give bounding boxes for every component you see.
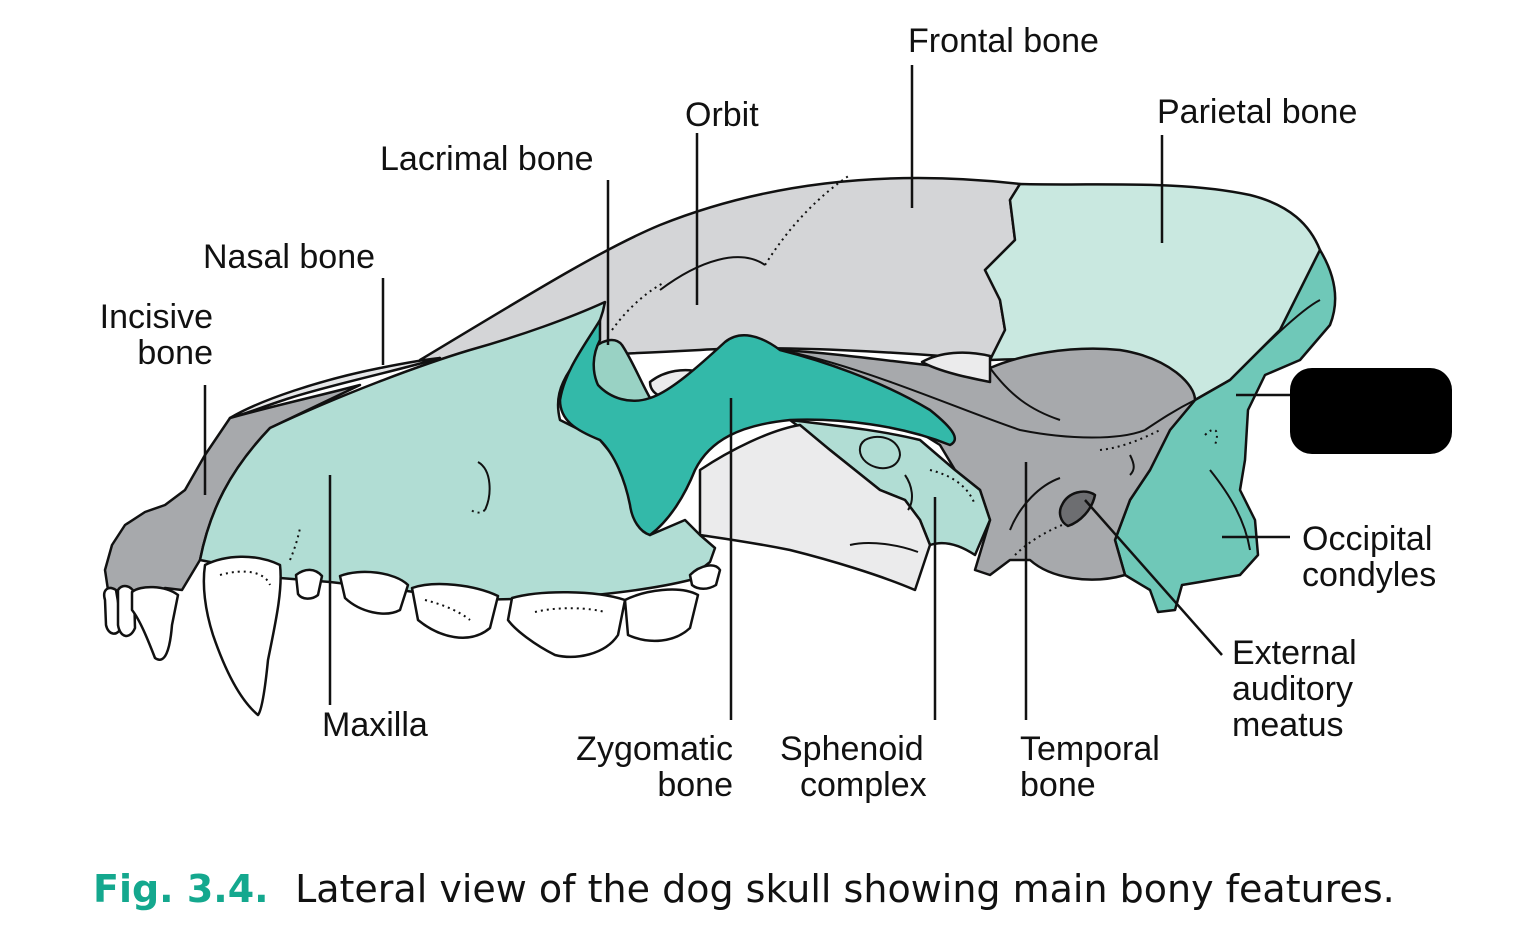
label-sphenoid-line2: complex bbox=[800, 766, 927, 804]
canine-tooth bbox=[202, 555, 282, 717]
redaction-box bbox=[1290, 368, 1452, 454]
caption-text: Lateral view of the dog skull showing ma… bbox=[295, 867, 1395, 911]
label-occipital-line2: condyles bbox=[1302, 556, 1436, 594]
label-temporal-line1: Temporal bbox=[1020, 730, 1160, 768]
caption-number: Fig. 3.4. bbox=[93, 867, 269, 911]
label-frontal-bone: Frontal bone bbox=[908, 22, 1099, 60]
premolar-tooth-1 bbox=[294, 568, 324, 600]
label-zygomatic-line1: Zygomatic bbox=[576, 730, 733, 768]
leader-lines bbox=[203, 65, 1290, 720]
frontal-bone-shape bbox=[418, 176, 1022, 362]
premolar-tooth-2 bbox=[338, 570, 410, 615]
carnassial-tooth bbox=[506, 590, 627, 659]
orbit-floor-shape bbox=[698, 423, 932, 592]
label-incisive-line1: Incisive bbox=[100, 298, 213, 336]
figure-caption: Fig. 3.4. Lateral view of the dog skull … bbox=[93, 867, 1395, 911]
label-sphenoid-line1: Sphenoid bbox=[780, 730, 924, 768]
incisor-tooth-3 bbox=[130, 585, 180, 661]
zygomatic-bone-shape bbox=[558, 318, 956, 537]
label-nasal-bone: Nasal bone bbox=[203, 238, 375, 276]
label-parietal-bone: Parietal bone bbox=[1157, 93, 1357, 131]
label-eam-line3: meatus bbox=[1232, 706, 1344, 744]
label-temporal-line2: bone bbox=[1020, 766, 1096, 804]
label-orbit: Orbit bbox=[685, 96, 759, 134]
label-eam-line2: auditory bbox=[1232, 670, 1353, 708]
diagram-labels: Frontal bone Parietal bone Orbit Lacrima… bbox=[100, 22, 1437, 804]
nasal-bone-shape bbox=[228, 356, 442, 420]
skull-illustration bbox=[103, 174, 1337, 717]
label-incisive-line2: bone bbox=[137, 334, 213, 372]
label-occipital-line1: Occipital bbox=[1302, 520, 1432, 558]
label-lacrimal-bone: Lacrimal bone bbox=[380, 140, 594, 178]
label-zygomatic-line2: bone bbox=[657, 766, 733, 804]
label-eam-line1: External bbox=[1232, 634, 1357, 672]
suture-lines bbox=[219, 174, 1321, 621]
molar-tooth-2 bbox=[688, 564, 722, 590]
leader-eam bbox=[1084, 499, 1223, 656]
teeth-row bbox=[103, 555, 722, 717]
label-maxilla: Maxilla bbox=[322, 706, 428, 744]
molar-tooth-1 bbox=[623, 588, 700, 643]
